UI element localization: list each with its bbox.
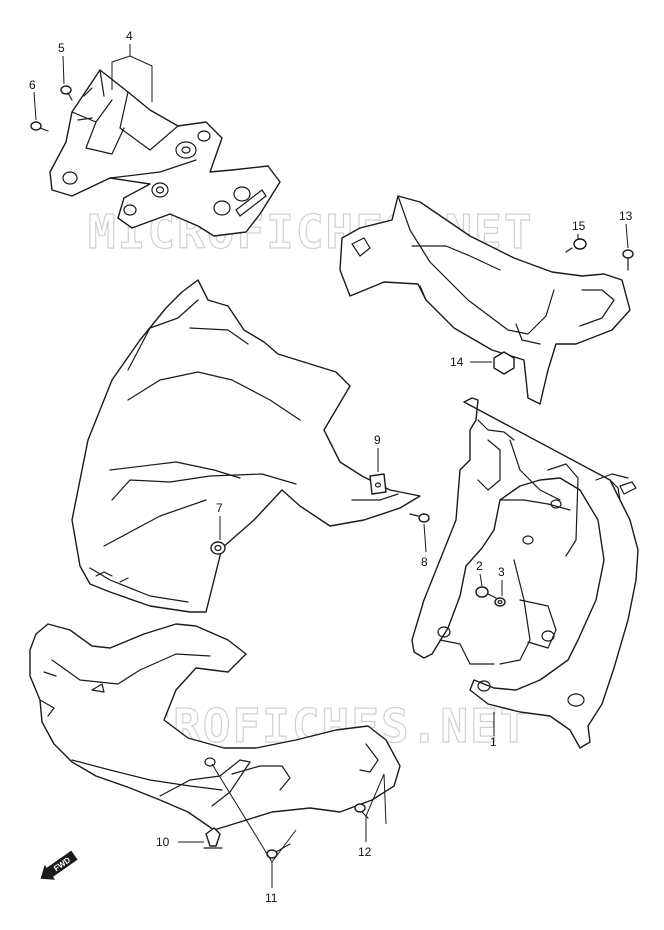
callout-7: 7 bbox=[216, 501, 223, 515]
callout-6: 6 bbox=[29, 78, 36, 92]
bolt-2 bbox=[475, 586, 497, 599]
leader-lines bbox=[33, 44, 629, 888]
screw-11 bbox=[266, 843, 291, 859]
nut-15 bbox=[565, 238, 587, 253]
forward-arrow-icon bbox=[40, 850, 78, 880]
meter-bracket-part bbox=[49, 69, 281, 237]
screw-12 bbox=[354, 803, 369, 819]
callout-9: 9 bbox=[374, 433, 381, 447]
callout-13: 13 bbox=[619, 209, 633, 223]
callout-8: 8 bbox=[421, 555, 428, 569]
forward-arrow: FWD bbox=[40, 850, 78, 880]
callout-11: 11 bbox=[265, 891, 278, 905]
screw-13 bbox=[622, 249, 634, 271]
inner-cover-part bbox=[339, 195, 631, 405]
cowling-brace-part bbox=[411, 397, 639, 749]
callout-5: 5 bbox=[58, 41, 65, 55]
callout-2: 2 bbox=[476, 559, 483, 573]
callout-1: 1 bbox=[490, 735, 497, 749]
upper-cowling-part bbox=[71, 279, 421, 613]
callout-3: 3 bbox=[498, 565, 505, 579]
callout-10: 10 bbox=[156, 835, 170, 849]
nut-14 bbox=[493, 351, 515, 375]
rivet-10 bbox=[203, 827, 223, 849]
washer-3 bbox=[494, 597, 506, 607]
callout-4: 4 bbox=[126, 29, 133, 43]
screw-8 bbox=[409, 513, 430, 523]
callout-12: 12 bbox=[358, 845, 372, 859]
callout-15: 15 bbox=[572, 219, 586, 233]
screw-5 bbox=[60, 85, 73, 101]
callout-14: 14 bbox=[450, 355, 464, 369]
screw-6 bbox=[30, 121, 49, 132]
clip-9 bbox=[369, 473, 387, 495]
lower-cowling-part bbox=[29, 623, 401, 831]
grommet-7 bbox=[210, 541, 226, 555]
